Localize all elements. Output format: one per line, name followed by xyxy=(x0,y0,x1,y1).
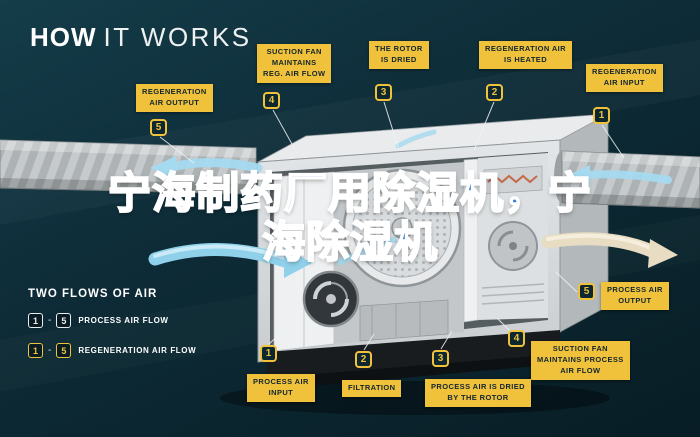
machine-base xyxy=(266,330,560,382)
process-output-flow xyxy=(541,232,663,260)
callout-label-process-air-dried: PROCESS AIR IS DRIED BY THE ROTOR xyxy=(425,379,531,407)
callout-label-rotor-dried: THE ROTOR IS DRIED xyxy=(369,41,429,69)
title-how: HOW xyxy=(30,22,97,52)
legend-two-flows: TWO FLOWS OF AIR 1 - 5 PROCESS AIR FLOW … xyxy=(28,288,196,373)
legend-row-regeneration: 1 - 5 REGENERATION AIR FLOW xyxy=(28,343,196,358)
step-badge-process-4: 4 xyxy=(508,330,525,347)
step-badge-process-3: 3 xyxy=(432,350,449,367)
regeneration-input-flow xyxy=(582,170,672,184)
desiccant-rotor xyxy=(342,168,462,288)
callout-label-filtration: FILTRATION xyxy=(342,380,402,397)
step-badge-regeneration-1: 1 xyxy=(593,107,610,124)
legend-badge-regeneration-end: 5 xyxy=(56,343,72,358)
legend-row-process: 1 - 5 PROCESS AIR FLOW xyxy=(28,313,196,328)
step-badge-process-1: 1 xyxy=(260,345,277,362)
legend-label-regeneration: REGENERATION AIR FLOW xyxy=(78,346,197,355)
callout-label-regeneration-air-output: REGENERATION AIR OUTPUT xyxy=(136,84,213,112)
callout-label-process-air-output: PROCESS AIR OUTPUT xyxy=(601,282,669,310)
legend-dash: - xyxy=(48,315,52,326)
motor-block xyxy=(359,299,449,342)
callout-label-regeneration-air-heated: REGENERATION AIR IS HEATED xyxy=(479,41,572,69)
step-badge-process-5: 5 xyxy=(578,283,595,300)
regeneration-output-flow xyxy=(167,158,263,173)
step-badge-process-2: 2 xyxy=(355,351,372,368)
title-it-works: IT WORKS xyxy=(103,22,252,52)
step-badge-regeneration-2: 2 xyxy=(486,84,503,101)
watermark-line-2: 海除湿机 xyxy=(261,218,438,268)
step-badge-regeneration-3: 3 xyxy=(375,84,392,101)
legend-badge-process-end: 5 xyxy=(56,313,72,328)
legend-label-process: PROCESS AIR FLOW xyxy=(78,316,169,325)
right-duct xyxy=(554,150,700,209)
legend-badge-regeneration-start: 1 xyxy=(28,343,43,358)
callout-label-suction-fan-process: SUCTION FAN MAINTAINS PROCESS AIR FLOW xyxy=(531,341,630,380)
process-fan xyxy=(302,270,360,328)
left-duct xyxy=(0,139,257,195)
leader-lines xyxy=(159,101,625,351)
watermark-line-1: 宁海制药厂用除湿机，宁 xyxy=(107,169,592,219)
callout-label-suction-fan-regeneration: SUCTION FAN MAINTAINS REG. AIR FLOW xyxy=(257,44,332,83)
callout-label-regeneration-air-input: REGENERATION AIR INPUT xyxy=(586,64,663,92)
air-flow-arrows xyxy=(148,129,678,278)
callout-label-process-air-input: PROCESS AIR INPUT xyxy=(247,374,315,402)
step-badge-regeneration-4: 4 xyxy=(263,92,280,109)
step-badge-regeneration-5: 5 xyxy=(150,119,167,136)
heater xyxy=(483,165,543,195)
legend-dash: - xyxy=(48,345,52,356)
legend-heading: TWO FLOWS OF AIR xyxy=(28,288,158,300)
watermark-text: 宁海制药厂用除湿机，宁 海除湿机 xyxy=(0,169,700,269)
regeneration-fan xyxy=(488,221,538,271)
dehumidifier-unit xyxy=(257,113,609,390)
process-input-flow xyxy=(148,243,295,269)
legend-badge-process-start: 1 xyxy=(28,313,43,328)
